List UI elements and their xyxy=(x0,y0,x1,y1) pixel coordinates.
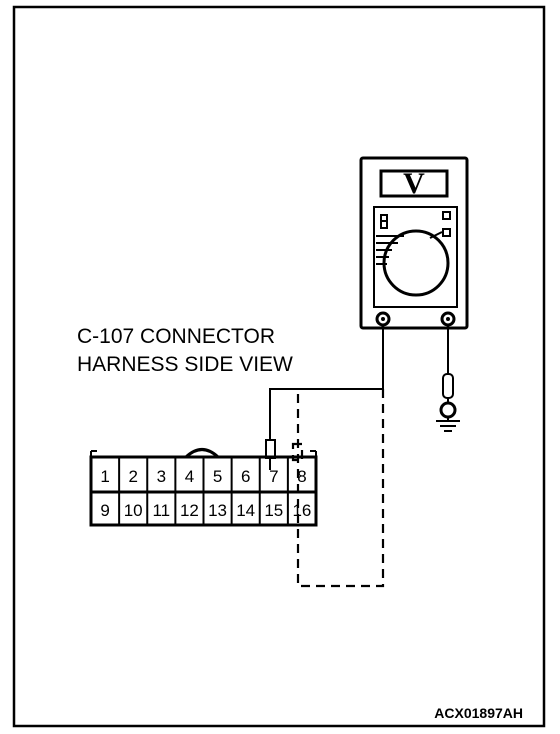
figure-frame xyxy=(12,5,546,728)
probe-tip-pin-8 xyxy=(291,442,304,462)
multimeter-display xyxy=(379,169,449,198)
positive-test-lead xyxy=(269,325,384,440)
pin-number: 11 xyxy=(152,501,170,520)
pin-number: 4 xyxy=(185,467,194,486)
figure-code: ACX01897AH xyxy=(434,705,523,721)
pin-number: 14 xyxy=(236,501,255,520)
pin-number: 16 xyxy=(292,501,311,520)
pin-number: 3 xyxy=(157,467,166,486)
dial-scale-marks xyxy=(376,231,443,265)
pin-number: 15 xyxy=(264,501,283,520)
pin-number: 6 xyxy=(241,467,250,486)
multimeter-dial-panel xyxy=(373,206,458,308)
multimeter: V xyxy=(359,156,469,330)
c-107-connector: 1 2 3 4 5 6 7 8 9 10 11 12 13 14 15 16 xyxy=(89,448,318,527)
pin-number: 7 xyxy=(269,467,278,486)
mode-indicator-icon xyxy=(442,228,451,237)
connector-title: C-107 CONNECTOR xyxy=(77,325,275,348)
pin-number: 2 xyxy=(128,467,137,486)
ground-icon xyxy=(436,420,460,432)
negative-test-lead xyxy=(439,325,457,421)
pin-number: 8 xyxy=(297,467,306,486)
pin-number: 5 xyxy=(213,467,222,486)
dashed-test-lead xyxy=(296,389,385,588)
connector-subtitle: HARNESS SIDE VIEW xyxy=(77,353,293,376)
multimeter-body xyxy=(359,156,469,330)
connector-lock-tab xyxy=(184,448,220,459)
pin-number: 13 xyxy=(208,501,227,520)
rotary-dial-knob xyxy=(382,229,450,297)
multimeter-display-symbol: V xyxy=(403,167,425,200)
probe-tip-pin-7 xyxy=(265,439,276,470)
pin-number: 9 xyxy=(100,501,109,520)
pin-number: 10 xyxy=(124,501,143,520)
pin-number: 1 xyxy=(100,467,109,486)
pin-number: 12 xyxy=(180,501,199,520)
mode-indicator-icon xyxy=(442,211,451,220)
